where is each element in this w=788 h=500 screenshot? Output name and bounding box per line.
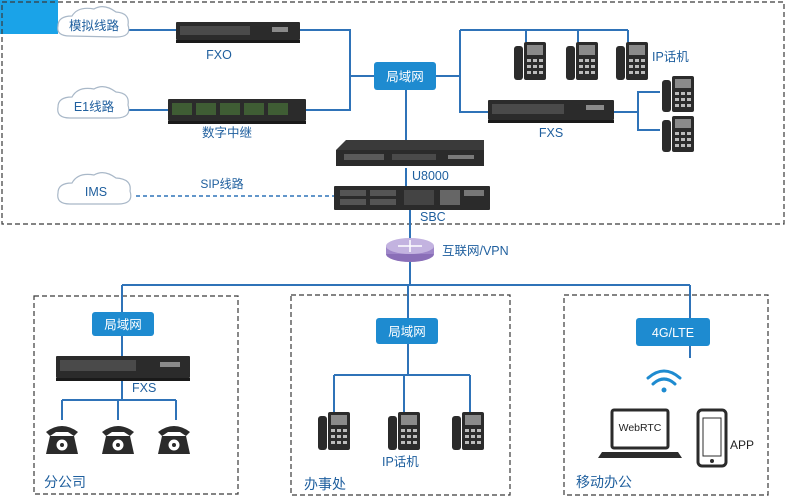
sbc-device xyxy=(334,186,490,210)
office-title: 办事处 xyxy=(304,476,346,492)
hq-ip-phone xyxy=(566,42,598,80)
e1-line-label: E1线路 xyxy=(74,99,115,114)
office-connections xyxy=(333,342,471,412)
mobile-border xyxy=(563,294,769,496)
branch-lan-label: 局域网 xyxy=(104,318,142,332)
office-lan-label: 局域网 xyxy=(388,325,426,339)
hq-lan-box xyxy=(374,62,436,90)
fxo-device xyxy=(176,22,300,43)
corner-block xyxy=(0,0,58,34)
branch-analog-phone xyxy=(46,426,78,454)
mobile-network-label: 4G/LTE xyxy=(652,326,694,340)
internet-vpn-label: 互联网/VPN xyxy=(442,244,509,258)
sbc-label: SBC xyxy=(420,210,446,224)
ims-label: IMS xyxy=(85,185,107,199)
laptop-icon xyxy=(598,408,682,458)
branch-border xyxy=(33,295,239,495)
analog-line-cloud: 模拟线路 xyxy=(57,6,130,38)
office-ip-phone xyxy=(452,412,484,450)
hq-analog-phone xyxy=(662,116,694,152)
hq-lan-label: 局域网 xyxy=(386,70,424,84)
wifi-icon xyxy=(646,369,682,393)
branch-lan-box xyxy=(92,312,154,336)
e1-line-cloud: E1线路 xyxy=(57,86,130,119)
smartphone-icon xyxy=(696,408,728,468)
u8000-server xyxy=(336,140,484,166)
office-ip-phone xyxy=(318,412,350,450)
app-label: APP xyxy=(730,438,754,452)
mobile-title: 移动办公 xyxy=(576,474,632,490)
internet-router-icon xyxy=(386,238,434,262)
hq-fxs-label: FXS xyxy=(539,126,563,140)
office-ip-phone-label: IP话机 xyxy=(382,455,419,469)
hq-ip-phone xyxy=(616,42,648,80)
branch-fxs-device xyxy=(56,356,190,381)
hq-ip-phone-label: IP话机 xyxy=(652,50,689,64)
digital-trunk-label: 数字中继 xyxy=(202,125,252,140)
fxo-label: FXO xyxy=(206,48,232,62)
hq-ip-phone xyxy=(514,42,546,80)
hq-border xyxy=(1,1,785,225)
branch-fxs-label: FXS xyxy=(132,381,156,395)
analog-line-label: 模拟线路 xyxy=(69,18,120,33)
sip-line-label: SIP线路 xyxy=(200,176,243,191)
digital-trunk-device xyxy=(168,99,306,124)
webrtc-label: WebRTC xyxy=(619,422,662,434)
mobile-network-box xyxy=(636,318,710,346)
office-lan-box xyxy=(376,318,438,344)
branch-analog-phone xyxy=(158,426,190,454)
branch-connections xyxy=(61,334,177,420)
ims-cloud: IMS xyxy=(57,172,132,205)
branch-analog-phone xyxy=(102,426,134,454)
u8000-label: U8000 xyxy=(412,169,449,183)
hq-fxs-device xyxy=(488,100,614,123)
branch-title: 分公司 xyxy=(44,474,86,490)
office-border xyxy=(290,294,511,496)
hq-connections xyxy=(121,29,691,320)
office-ip-phone xyxy=(388,412,420,450)
hq-analog-phone xyxy=(662,76,694,112)
